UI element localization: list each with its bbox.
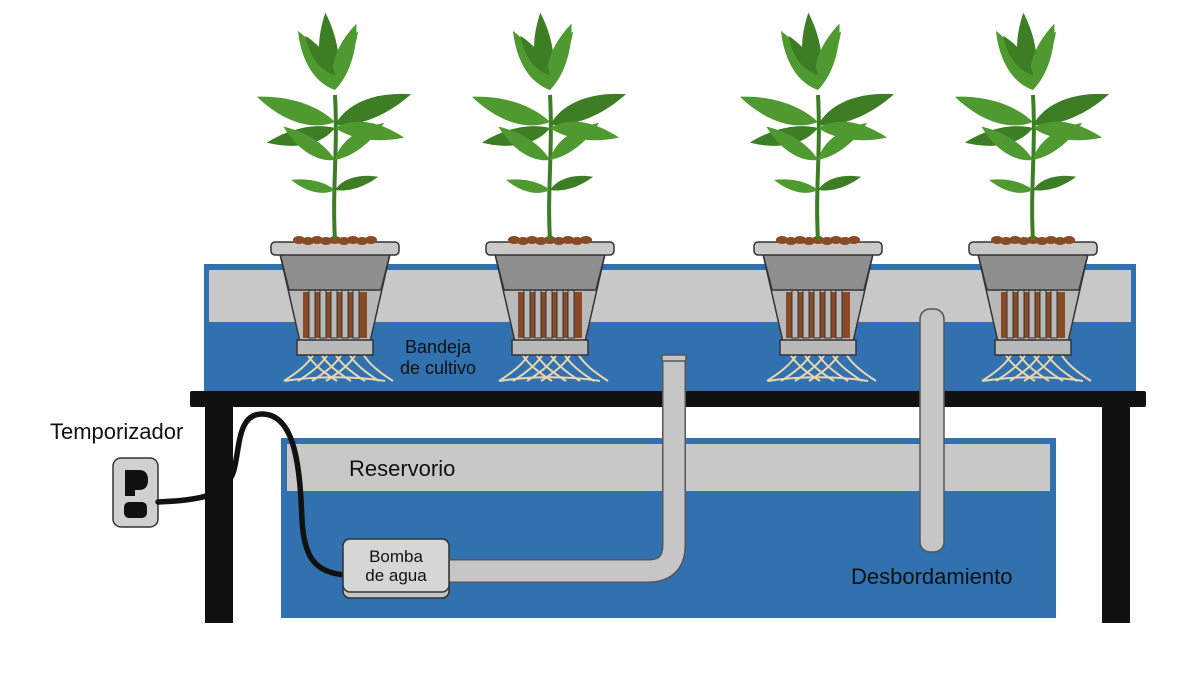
roots: [981, 353, 1092, 382]
plant-3: [736, 11, 898, 382]
foliage: [253, 11, 415, 241]
net-pot: [753, 236, 883, 356]
grow-tray-label-line2: de cultivo: [399, 358, 477, 378]
plants: [253, 11, 1113, 382]
foliage: [736, 11, 898, 241]
net-pot: [270, 236, 400, 356]
pump-label-line1: Bomba: [369, 547, 423, 566]
net-pot: [485, 236, 615, 356]
roots: [283, 353, 394, 382]
roots: [766, 353, 877, 382]
power-cable: [155, 411, 349, 578]
pump-label: Bomba de agua: [343, 547, 449, 585]
grow-tray-label-line1: Bandeja: [404, 337, 472, 357]
overflow-label: Desbordamiento: [851, 564, 1013, 589]
foliage: [951, 11, 1113, 241]
reservoir-label: Reservorio: [349, 456, 456, 481]
grow-tray-label: Bandeja de cultivo: [388, 337, 488, 379]
net-pot: [968, 236, 1098, 356]
foliage: [468, 11, 630, 241]
roots: [498, 353, 609, 382]
plant-2: [468, 11, 630, 382]
timer-outlet: [112, 457, 159, 528]
pump-label-line2: de agua: [365, 566, 427, 585]
plant-4: [951, 11, 1113, 382]
timer-label: Temporizador: [50, 419, 184, 444]
plant-1: [253, 11, 415, 382]
overflow-pipe: [919, 308, 945, 553]
water-pump: [342, 538, 450, 599]
